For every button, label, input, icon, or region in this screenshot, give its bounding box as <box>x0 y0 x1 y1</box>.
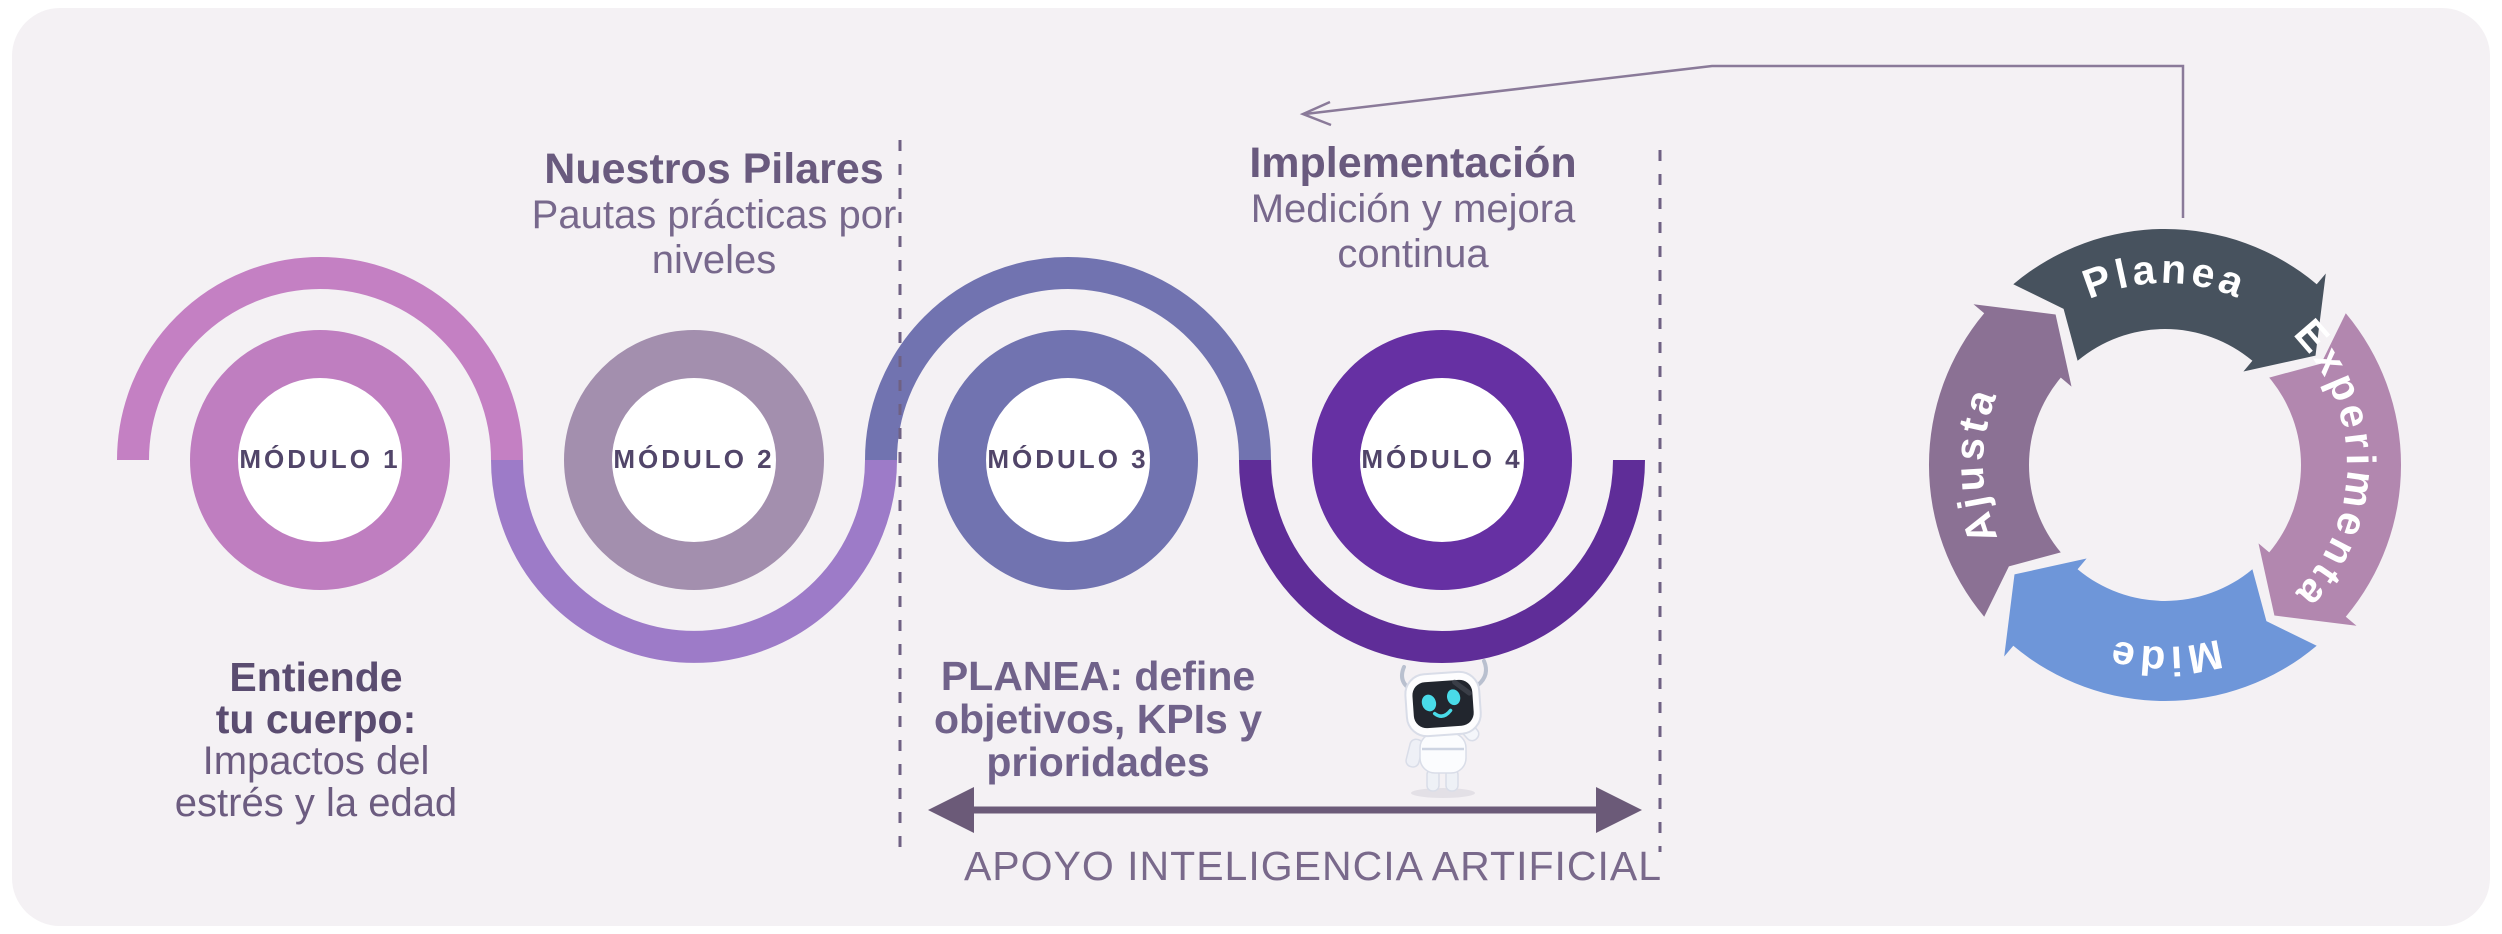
arrow-left-head-icon <box>928 787 974 833</box>
planea-line1: PLANEA: define <box>940 653 1256 699</box>
module-1-ring <box>190 330 450 590</box>
planea-line2: objetivos, KPIs y <box>933 696 1263 742</box>
module-4-label: MÓDULO 4 <box>1361 444 1523 474</box>
entiende-subtitle-line2: estrés y la edad <box>174 781 458 825</box>
module-3-ring <box>938 330 1198 590</box>
entiende-title-line1: Entiende <box>229 654 403 700</box>
pilares-subtitle-line2: niveles <box>651 238 777 282</box>
module-2-ring <box>564 330 824 590</box>
connector-line <box>1304 64 2185 218</box>
improvement-cycle: Planea Experimenta Mide Ajusta <box>1928 228 2402 702</box>
pilares-subtitle-line1: Pautas prácticas por <box>531 193 897 237</box>
ai-support-arrow <box>928 787 1642 833</box>
module-4-ring <box>1312 330 1572 590</box>
snake-arc-1 <box>117 257 523 461</box>
entiende-title-line2: tu cuerpo: <box>215 696 417 742</box>
planea-annotation: PLANEA: define objetivos, KPIs y priorid… <box>878 655 1318 784</box>
module-3-label: MÓDULO 3 <box>987 444 1149 474</box>
entiende-annotation: Entiende tu cuerpo: Impactos del estrés … <box>96 656 536 824</box>
snake-arc-3 <box>865 257 1271 461</box>
arrow-right-head-icon <box>1596 787 1642 833</box>
snake-arc-2 <box>491 459 897 663</box>
robot-mascot-icon <box>1400 659 1488 798</box>
section-dividers <box>898 140 1662 852</box>
module-rings <box>190 330 1572 590</box>
module-path-snake <box>117 257 1645 663</box>
snake-arc-4 <box>1239 459 1645 663</box>
implementacion-subtitle-line1: Medición y mejora <box>1250 187 1576 231</box>
cycle-connector <box>1299 64 2185 218</box>
ai-support-label: APOYO INTELIGENCIA ARTIFICIAL <box>963 843 1663 889</box>
implementacion-subtitle-line2: continua <box>1337 232 1489 276</box>
module-2-label: MÓDULO 2 <box>613 444 775 474</box>
cycle-label-mide: Mide <box>2103 630 2227 684</box>
entiende-subtitle-line1: Impactos del <box>202 739 430 783</box>
pilares-annotation: Nuestros Pilares Pautas prácticas por ni… <box>464 145 964 283</box>
module-1-label: MÓDULO 1 <box>239 444 401 474</box>
planea-line3: prioridades <box>986 739 1210 785</box>
implementacion-title: Implementación <box>1249 139 1577 187</box>
connector-arrowhead-icon <box>1299 100 1332 127</box>
implementacion-annotation: Implementación Medición y mejora continu… <box>1168 139 1658 277</box>
pilares-title: Nuestros Pilares <box>544 145 884 193</box>
